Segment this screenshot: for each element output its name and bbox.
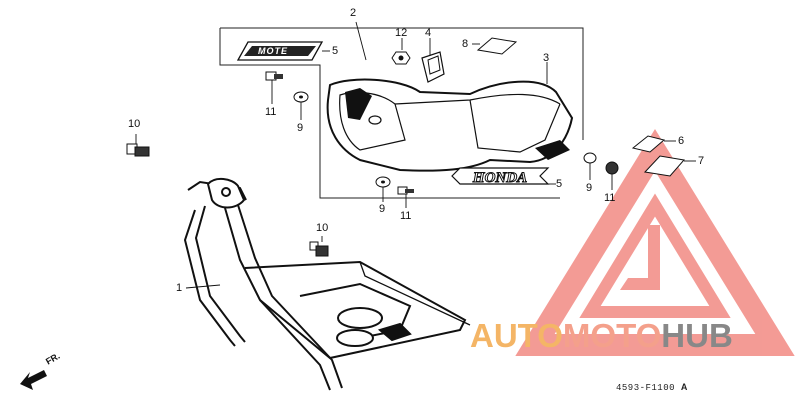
honda-emblem-plate: HONDA: [451, 167, 550, 187]
callout-10-left: 10: [128, 118, 141, 130]
washer-9-middle: [375, 176, 391, 188]
callout-2: 2: [350, 7, 357, 19]
callout-3: 3: [543, 52, 550, 64]
catalog-code-suffix: A: [680, 382, 688, 392]
callout-5-lower: 5: [556, 178, 563, 190]
model-emblem: [236, 41, 324, 61]
callout-1: 1: [176, 282, 183, 294]
callout-6: 6: [678, 135, 685, 147]
model-emblem-text: MOTE: [258, 46, 288, 56]
callout-4: 4: [425, 27, 432, 39]
callout-9-upper: 9: [297, 122, 304, 134]
watermark-part-auto: AUTO: [470, 317, 563, 354]
group-bracket: [219, 27, 584, 199]
callout-11-upper: 11: [265, 106, 277, 118]
callout-11-right: 11: [604, 192, 616, 204]
bolt-10-left: [126, 143, 150, 157]
bolt-11-upper-left: [265, 71, 283, 81]
bolt-10-lower: [309, 241, 329, 257]
rear-cover: [326, 78, 574, 172]
callout-10-lower: 10: [316, 222, 329, 234]
honda-emblem-text: HONDA: [472, 170, 527, 186]
catalog-code-number: 4593-F1100: [616, 383, 676, 393]
callout-9-middle: 9: [379, 203, 386, 215]
front-arrow-icon: [20, 370, 47, 390]
callout-7: 7: [698, 155, 705, 167]
label-plate-6: [631, 135, 666, 153]
washer-9-right: [583, 152, 597, 164]
watermark-part-hub: HUB: [661, 317, 733, 354]
watermark-brand: AUTOMOTOHUB: [470, 318, 733, 354]
bolt-11-middle: [397, 186, 414, 195]
washer-9-upper-left: [293, 91, 309, 103]
clip-4: [421, 51, 445, 83]
label-plate-7: [643, 155, 685, 177]
watermark-triangle-logo: [515, 129, 795, 356]
catalog-code: 4593-F1100 A: [616, 382, 688, 393]
callout-11-middle: 11: [400, 210, 412, 222]
leader-lines: [135, 21, 696, 289]
nut-12: [391, 51, 411, 65]
callout-9-right: 9: [586, 182, 593, 194]
watermark-part-moto: MOTO: [562, 317, 662, 354]
callout-5-upper: 5: [332, 45, 339, 57]
nut-11-right: [605, 161, 619, 175]
callout-8: 8: [462, 38, 469, 50]
carrier-rack: [183, 178, 471, 391]
label-plate-8: [476, 37, 518, 55]
callout-12: 12: [395, 27, 408, 39]
